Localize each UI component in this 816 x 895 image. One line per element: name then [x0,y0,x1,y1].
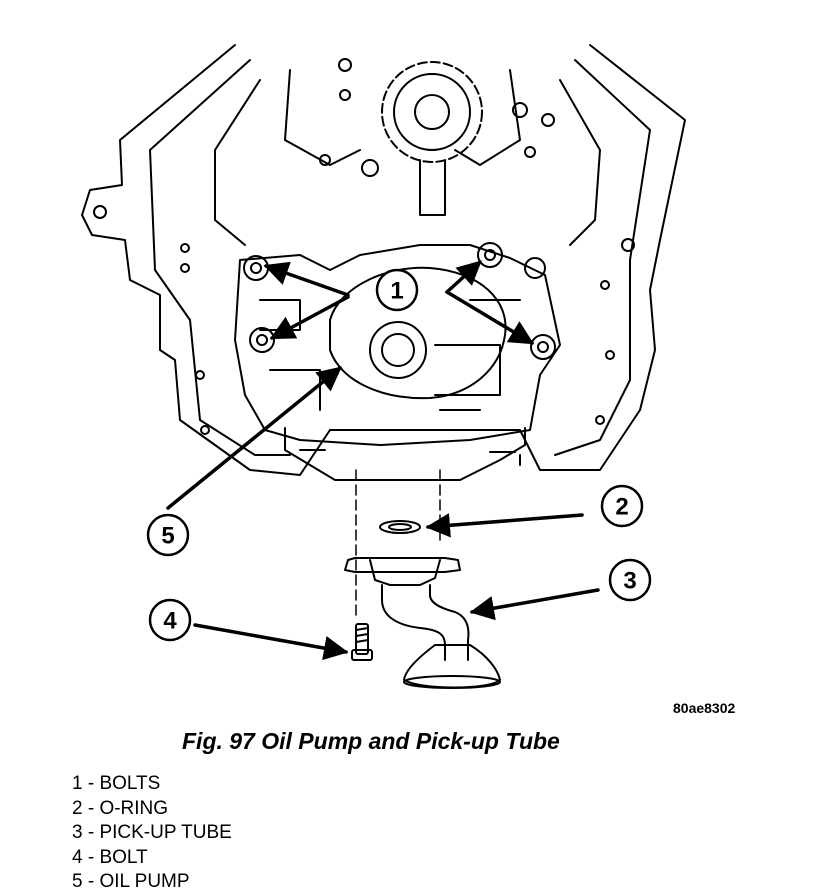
block-hole [541,113,555,127]
pump-bolt-boss [249,327,275,353]
pan-rail-detail [299,449,521,466]
callout-1-label: 1 [390,278,403,305]
o-ring [379,520,421,534]
figure-reference-code: 80ae8302 [673,700,736,716]
callout-5-circle [146,513,190,557]
callout-4-circle [148,598,192,642]
pickup-tube [381,584,470,661]
leader-3 [469,588,600,621]
legend-item-bolts: 1 - BOLTS [72,773,161,794]
callout-3-circle [608,558,652,602]
callout-5-label: 5 [161,523,174,550]
crank-sprocket-bore [414,94,450,130]
crankcase-contour-left [214,69,361,246]
block-hole [621,238,635,252]
callout-4-label: 4 [163,608,177,635]
block-hole [512,102,528,118]
block-inner-casting [149,59,651,456]
block-hole [600,280,610,290]
pickup-bolt-threads [355,627,369,643]
pump-bolt-boss [250,262,262,274]
callout-3-label: 3 [623,568,636,595]
leader-1a [263,261,350,297]
block-hole [93,205,107,219]
block-hole [605,350,615,360]
oil-pump-ribs [259,299,521,411]
pickup-screen [403,644,501,689]
callout-2-label: 2 [615,494,628,521]
crank-sprocket [381,61,483,163]
block-hole [595,415,605,425]
legend-item-pickup-tube: 3 - PICK-UP TUBE [72,822,232,843]
pickup-tube-flange [344,557,461,573]
oil-pump-diagram: 1 2 3 4 5 [81,44,686,689]
block-hole [361,159,379,177]
crank-key [419,159,446,216]
legend-item-oil-pump: 5 - OIL PUMP [72,871,190,892]
pump-bolt-boss [537,341,549,353]
oil-pump-body [234,244,561,446]
crankcase-contour-right [454,69,601,246]
leader-1c [445,260,482,294]
block-hole [195,370,205,380]
leader-4 [193,623,349,661]
legend-list: 1 - BOLTS 2 - O-RING 3 - PICK-UP TUBE 4 … [72,772,232,895]
leader-1b [269,295,350,340]
block-hole [319,154,331,166]
pump-bolt-boss [256,334,268,346]
leader-5 [166,366,342,510]
o-ring-inner [388,523,412,531]
block-hole [200,425,210,435]
block-hole [180,263,190,273]
block-hole [339,89,351,101]
pump-bolt-boss [484,249,496,261]
crank-sprocket-hub [393,73,471,151]
legend-item-bolt: 4 - BOLT [72,846,148,868]
pump-bolt-boss [477,242,503,268]
oil-pump-inlet-bore [381,333,415,367]
pickup-tube-neck [369,559,441,586]
pickup-bolt-shank [355,623,369,655]
pump-bolt-boss [530,334,556,360]
callout-2-circle [600,484,644,528]
block-hole [180,243,190,253]
leader-1d [445,290,535,345]
block-hole [338,58,352,72]
block-hole [524,257,546,279]
pickup-bolt-head [351,649,373,661]
callout-1-circle [375,268,419,312]
pan-rail [284,427,526,481]
legend-item-o-ring: 2 - O-RING [72,797,169,819]
figure-caption: Fig. 97 Oil Pump and Pick-up Tube [182,728,560,754]
pickup-screen-base [403,675,501,689]
block-hole [524,146,536,158]
oil-pump-inlet-boss [369,321,427,379]
leader-2 [425,513,584,538]
engine-block-outline [81,44,686,476]
